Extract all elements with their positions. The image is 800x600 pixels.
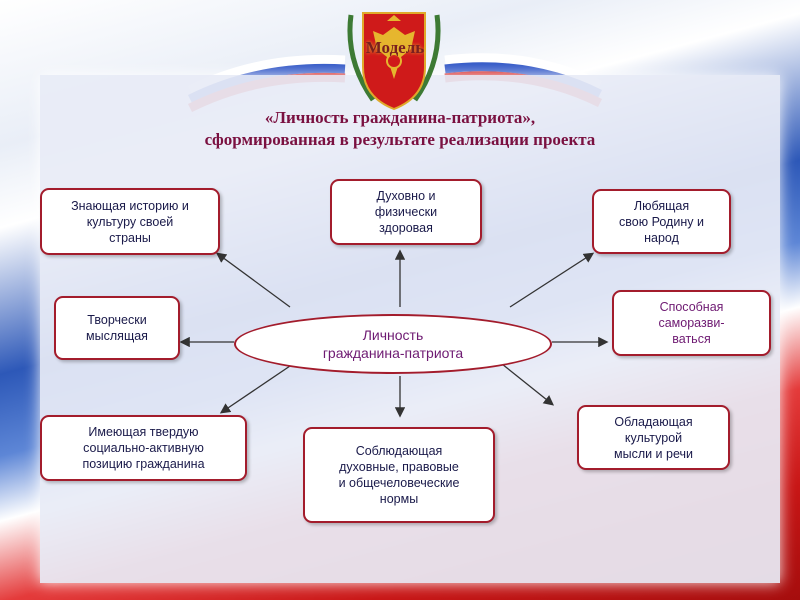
node-culture: Обладающая культурой мысли и речи (577, 405, 730, 470)
node-culture-line-3: мысли и речи (613, 446, 694, 461)
node-history-line-3: страны (109, 230, 151, 245)
node-position-line-1: Имеющая твердую (88, 425, 199, 439)
center-line-2: гражданина-патриота (322, 345, 464, 361)
arrow-to-position (219, 365, 291, 414)
node-loving: Любящая свою Родину и народ (592, 189, 731, 254)
center-node: Личность гражданина-патриота (234, 314, 552, 374)
node-norms-line-1: Соблюдающая (355, 444, 443, 458)
node-norms: Соблюдающая духовные, правовые и общечел… (303, 427, 495, 523)
diagram-title: «Личность гражданина-патриота», сформиро… (100, 107, 700, 151)
coat-of-arms-icon (347, 12, 441, 111)
node-position: Имеющая твердую социально-активную позиц… (40, 415, 247, 481)
node-culture-line-2: культурой (624, 430, 683, 445)
node-loving-line-1: Любящая (633, 198, 690, 213)
node-selfdev: Способная саморазви- ваться (612, 290, 771, 356)
node-history-line-1: Знающая историю и (71, 198, 189, 213)
title-line-2: сформированная в результате реализации п… (204, 130, 596, 149)
node-healthy-line-1: Духовно и (376, 189, 436, 203)
node-norms-line-3: и общечеловеческие (338, 476, 460, 490)
arrow-to-loving (509, 252, 595, 308)
node-selfdev-line-2: саморазви- (658, 316, 725, 330)
node-culture-line-1: Обладающая (614, 414, 693, 429)
arrow-to-history (215, 252, 291, 308)
node-selfdev-line-3: ваться (672, 332, 711, 346)
node-selfdev-line-1: Способная (659, 300, 724, 314)
arrow-to-culture (501, 363, 555, 406)
node-healthy-line-3: здоровая (379, 221, 433, 235)
node-history: Знающая историю и культуру своей страны (40, 188, 220, 255)
node-norms-line-4: нормы (379, 492, 419, 506)
node-healthy: Духовно и физически здоровая (330, 179, 482, 245)
model-label: Модель (365, 38, 425, 57)
node-loving-line-3: народ (644, 230, 679, 245)
node-norms-line-2: духовные, правовые (339, 460, 459, 474)
node-creative-line-1: Творчески (87, 313, 147, 327)
center-line-1: Личность (362, 327, 424, 343)
node-position-line-2: социально-активную (83, 441, 204, 455)
node-healthy-line-2: физически (374, 205, 438, 219)
node-creative: Творчески мыслящая (54, 296, 180, 360)
node-position-line-3: позицию гражданина (82, 457, 205, 471)
node-history-line-2: культуру своей (86, 214, 174, 229)
title-line-1: «Личность гражданина-патриота», (264, 108, 536, 127)
node-loving-line-2: свою Родину и (619, 214, 704, 229)
node-creative-line-2: мыслящая (86, 329, 148, 343)
